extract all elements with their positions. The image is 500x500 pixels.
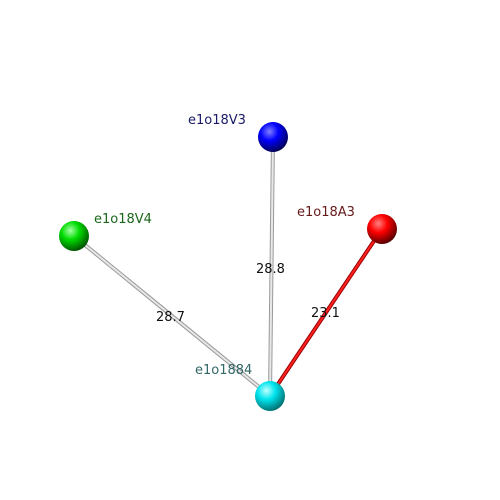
node-e1o1884: [255, 381, 285, 411]
nodes-layer: [59, 122, 397, 411]
edge-v3-1884-distance-label: 28.8: [256, 262, 285, 277]
node-e1o18V3: [258, 122, 288, 152]
node-e1o18A3: [367, 214, 397, 244]
edge-v4-1884: [72, 234, 272, 398]
edge-v4-1884-line-highlight: [73, 235, 271, 397]
node-label-e1o18V4: e1o18V4: [94, 212, 152, 227]
node-e1o18V4: [59, 221, 89, 251]
edge-a3-1884-distance-label: 23.1: [311, 306, 340, 321]
edge-v3-1884: [268, 135, 275, 398]
edge-v4-1884-distance-label: 28.7: [156, 310, 185, 325]
labels-layer: 28.8 28.7 23.1 e1o18V3 e1o18A3 e1o18V4 e1o1884: [94, 113, 355, 378]
node-label-e1o1884: e1o1884: [195, 363, 252, 378]
edge-a3-1884-line-highlight: [269, 228, 383, 397]
edge-a3-1884: [268, 227, 384, 398]
node-label-e1o18V3: e1o18V3: [188, 113, 246, 128]
edge-v3-1884-line-highlight: [269, 136, 274, 397]
node-label-e1o18A3: e1o18A3: [297, 205, 355, 220]
edges-layer: [72, 135, 384, 398]
